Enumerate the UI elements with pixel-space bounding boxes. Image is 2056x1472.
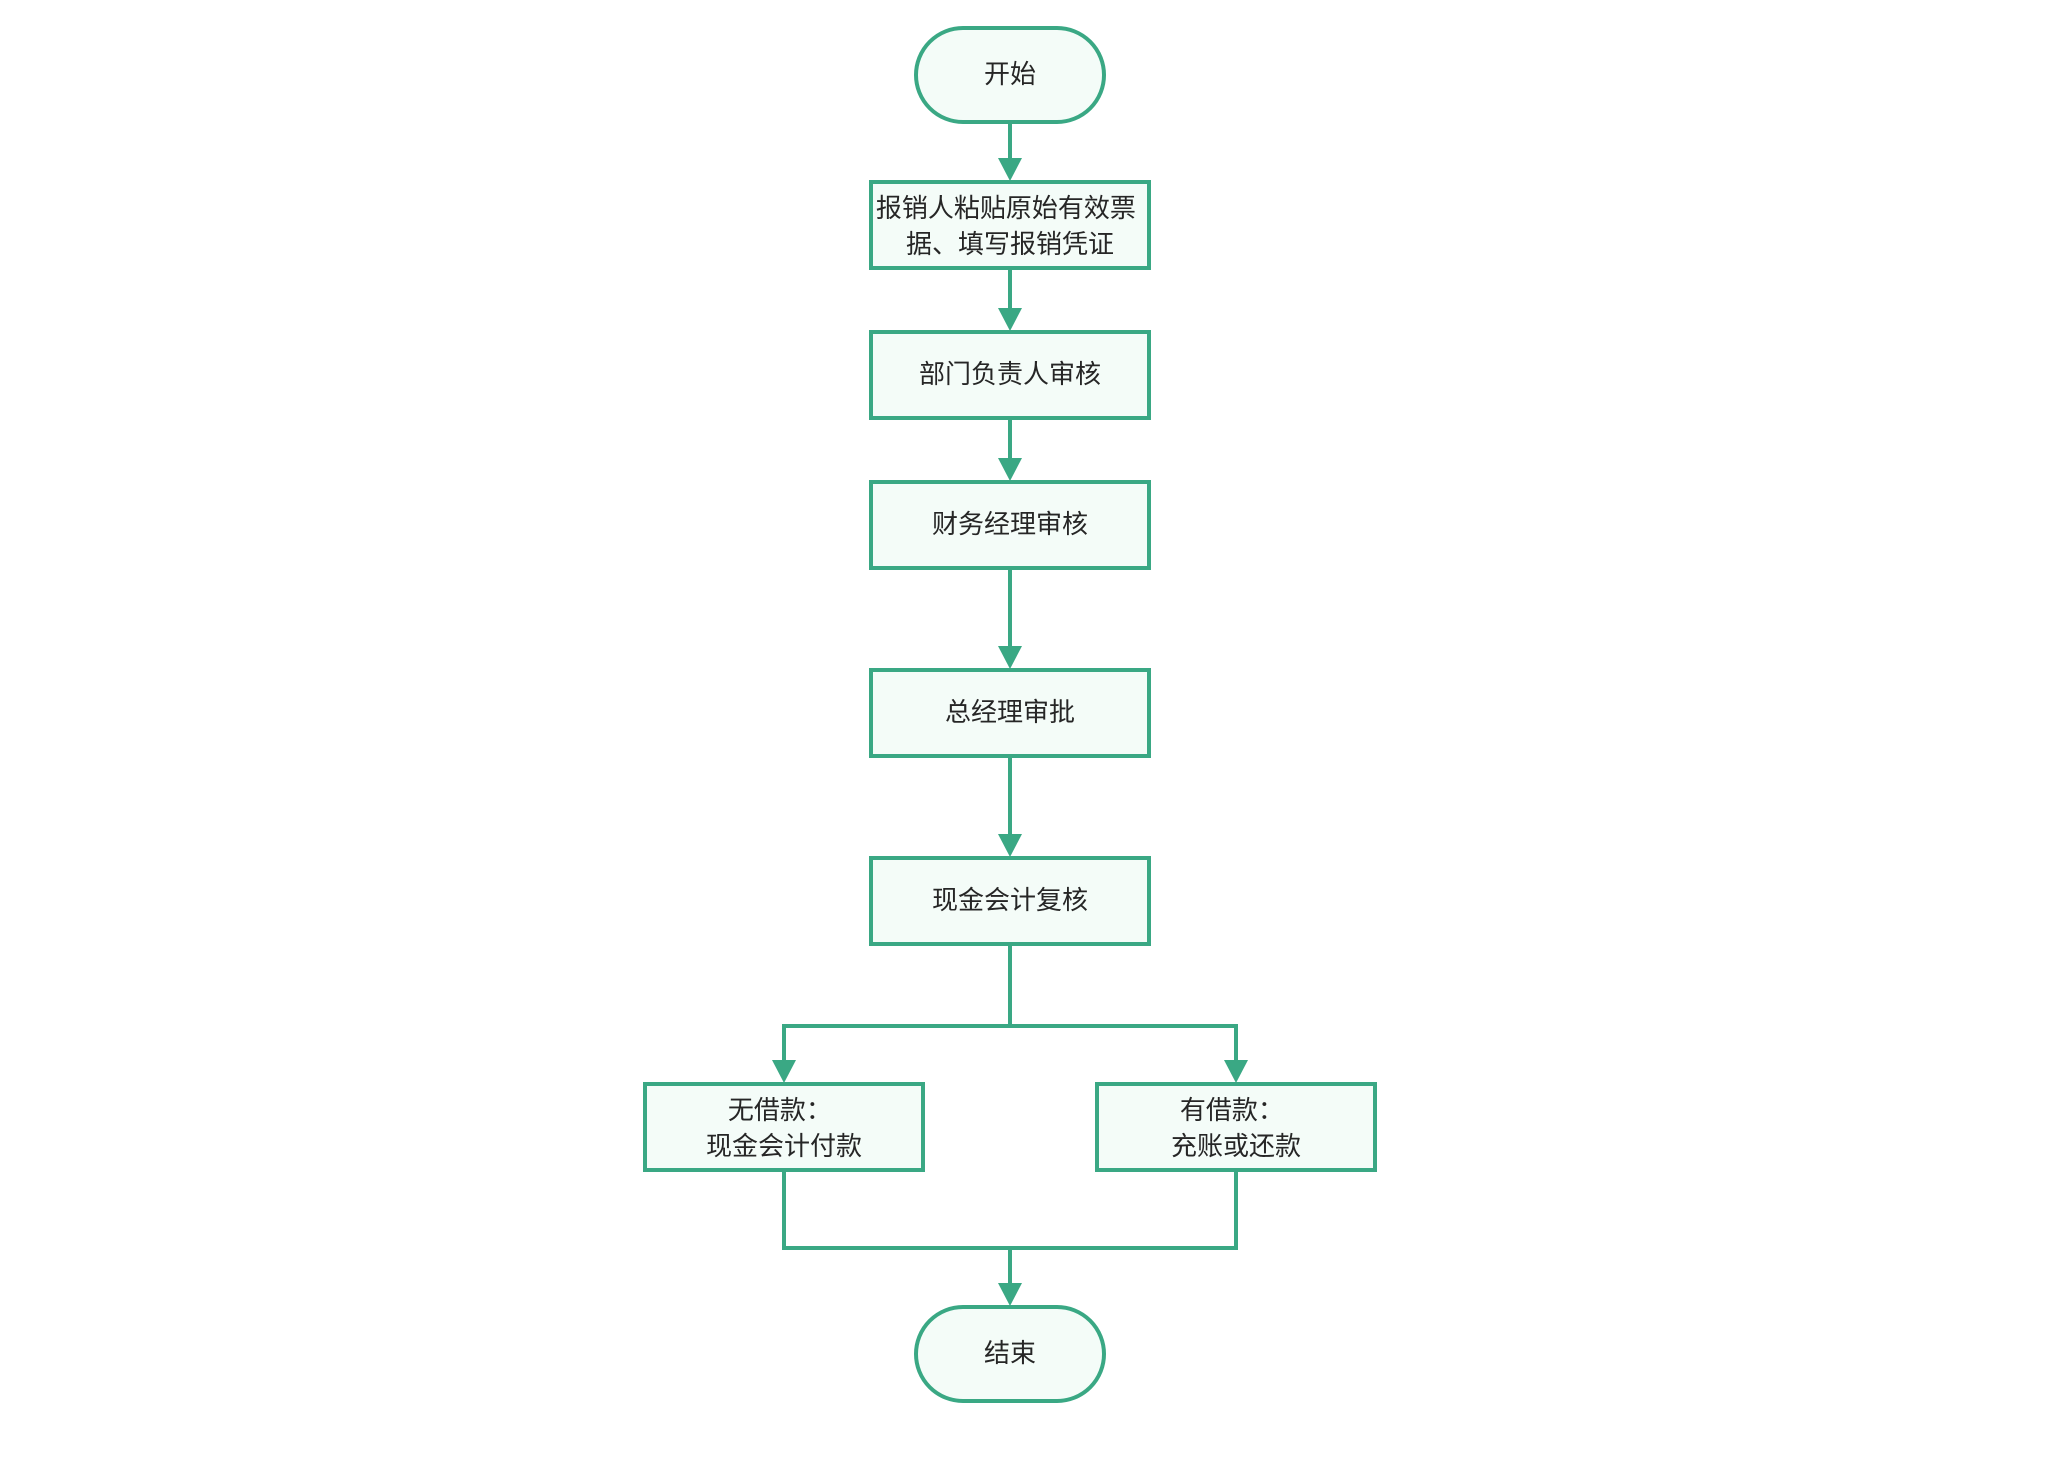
node-gm-approval: 总经理审批 [869,668,1151,758]
cashier-recheck-label: 现金会计复核 [932,886,1088,916]
node-finance-review: 财务经理审核 [869,480,1151,570]
node-start: 开始 [914,26,1106,124]
submit-process-box [869,180,1151,270]
submit-label-line-1: 报销人粘贴原始有效票 [876,194,1136,224]
arrowhead-has-loan [1224,1060,1248,1083]
submit-label-line-2: 据、填写报销凭证 [906,230,1114,260]
start-label: 开始 [984,60,1036,90]
node-end: 结束 [914,1305,1106,1403]
no-loan-label-line-1: 无借款： [728,1096,832,1126]
submit-label: 报销人粘贴原始有效票 据、填写报销凭证 [876,194,1144,260]
has-loan-label: 有借款： 充账或还款 [1171,1096,1301,1162]
gm-approval-label-line: 总经理审批 [945,698,1075,728]
node-cashier-recheck: 现金会计复核 [869,856,1151,946]
node-has-loan: 有借款： 充账或还款 [1095,1082,1377,1172]
arrowhead-submit [998,158,1022,181]
no-loan-process-box [643,1082,925,1172]
arrowhead-end [998,1283,1022,1306]
dept-review-process-box [869,330,1151,420]
end-label-line: 结束 [984,1339,1036,1369]
arrowhead-dept-review [998,308,1022,331]
cashier-recheck-label-line: 现金会计复核 [932,886,1088,916]
has-loan-label-line-1: 有借款： [1180,1096,1284,1126]
arrowhead-cashier-recheck [998,834,1022,857]
node-dept-review: 部门负责人审核 [869,330,1151,420]
edge-cashier-recheck-to-no-loan [782,945,1012,1068]
arrowhead-finance-review [998,458,1022,481]
end-label: 结束 [984,1339,1036,1369]
start-terminal-shape [914,26,1106,124]
edges [772,123,1248,1306]
has-loan-label-line-2: 充账或还款 [1171,1132,1301,1162]
gm-approval-label: 总经理审批 [945,698,1075,728]
start-label-line: 开始 [984,60,1036,90]
edge-no-loan-to-end [782,1171,1012,1291]
cashier-recheck-process-box [869,856,1151,946]
node-submit: 报销人粘贴原始有效票 据、填写报销凭证 [869,180,1151,270]
gm-approval-process-box [869,668,1151,758]
edge-cashier-recheck-to-has-loan [1010,1024,1238,1068]
node-no-loan: 无借款： 现金会计付款 [643,1082,925,1172]
no-loan-label: 无借款： 现金会计付款 [706,1096,862,1162]
edge-has-loan-to-end [1010,1171,1238,1250]
finance-review-process-box [869,480,1151,570]
arrowhead-gm-approval [998,646,1022,669]
arrowhead-no-loan [772,1060,796,1083]
has-loan-process-box [1095,1082,1377,1172]
no-loan-label-line-2: 现金会计付款 [706,1132,862,1162]
dept-review-label: 部门负责人审核 [919,360,1101,390]
end-terminal-shape [914,1305,1106,1403]
finance-review-label: 财务经理审核 [932,510,1088,540]
dept-review-label-line: 部门负责人审核 [919,360,1101,390]
finance-review-label-line: 财务经理审核 [932,510,1088,540]
